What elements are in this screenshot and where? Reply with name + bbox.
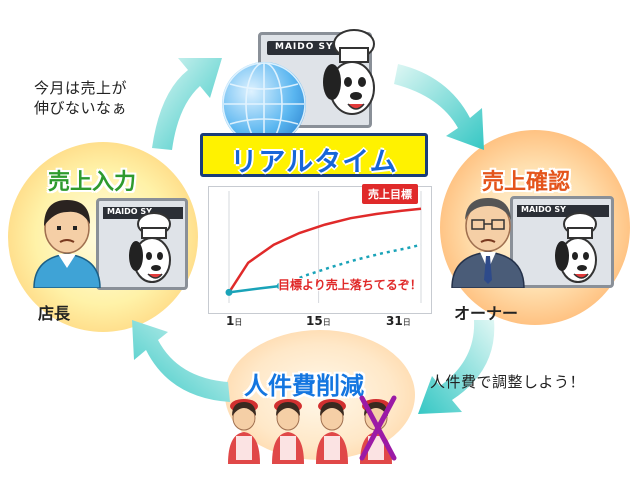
- chart-annotation: 目標より売上落ちてるぞ！: [278, 278, 422, 292]
- arrow-left-up: [152, 58, 222, 150]
- owner-avatar-icon: [451, 198, 525, 288]
- target-legend-tag: 売上目標: [362, 184, 418, 204]
- chef-mascot-icon: [323, 29, 375, 115]
- x-tick-15: 15日: [306, 314, 331, 328]
- arrow-top-right: [394, 64, 484, 150]
- owner-monitor: MAIDO SY: [510, 196, 614, 288]
- sales-input-title: 売上入力: [48, 170, 137, 195]
- projected-sales-line: [279, 243, 422, 288]
- globe-icon: [222, 62, 306, 146]
- manager-avatar-icon: [33, 200, 101, 288]
- realtime-banner: リアルタイム: [200, 133, 428, 178]
- manager-speech-line-1: 今月は売上が: [34, 79, 128, 97]
- arrow-bottom-left: [132, 320, 230, 402]
- labor-cost-title: 人件費削減: [244, 372, 364, 400]
- actual-sales-line: [228, 284, 281, 294]
- actual-sales-point: [225, 288, 233, 296]
- manager-speech: 今月は売上が 伸びないなぁ: [34, 78, 127, 118]
- cross-mark-icon: [359, 395, 397, 461]
- owner-speech: 人件費で調整しよう！: [430, 373, 586, 391]
- monitor-brand-label: MAIDO SY: [275, 42, 334, 52]
- chef-mascot-left-icon: [129, 212, 171, 283]
- staff-row-icon: [228, 395, 397, 464]
- actual-sales-point: [276, 282, 284, 290]
- chart-panel: [208, 186, 432, 314]
- sales-line-chart: [225, 191, 422, 303]
- target-sales-line: [227, 207, 422, 294]
- sales-check-title: 売上確認: [482, 170, 571, 195]
- owner-role-label: オーナー: [454, 304, 519, 323]
- x-tick-1: 1日: [226, 314, 243, 328]
- manager-monitor-brand: MAIDO SY: [107, 207, 152, 216]
- owner-monitor-brand: MAIDO SY: [521, 205, 566, 214]
- manager-role-label: 店長: [38, 304, 71, 323]
- manager-speech-line-2: 伸びないなぁ: [34, 99, 128, 117]
- x-tick-31: 31日: [386, 314, 411, 328]
- staff-member-icon: [228, 399, 260, 464]
- arrow-right-down: [418, 320, 495, 414]
- chef-mascot-right-icon: [555, 212, 597, 283]
- target-legend-label: 売上目標: [368, 188, 412, 201]
- banner-title: リアルタイム: [230, 147, 398, 178]
